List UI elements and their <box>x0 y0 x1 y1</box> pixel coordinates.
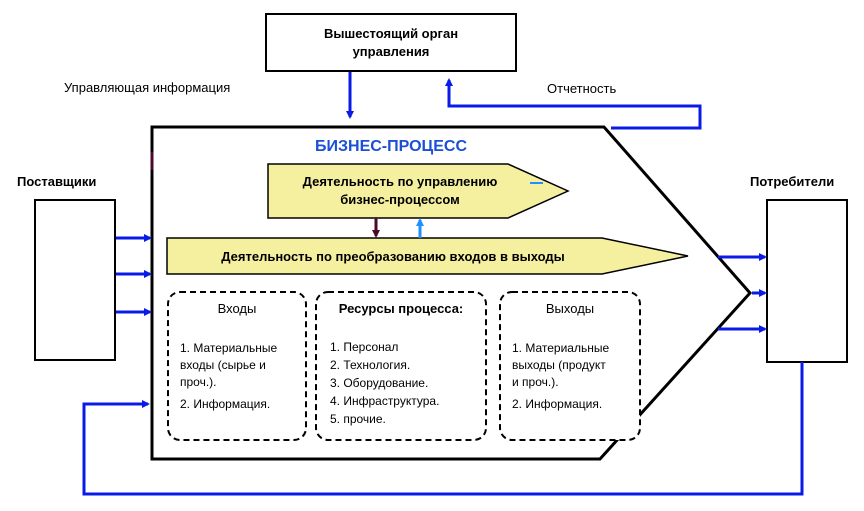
inputs-title: Входы <box>218 301 257 316</box>
transformation-activity-arrow <box>166 237 689 275</box>
inputs-box <box>167 291 307 441</box>
resources-title: Ресурсы процесса: <box>339 301 464 316</box>
resources-line-4: 4. Инфраструктура. <box>330 394 439 408</box>
outputs-box <box>499 291 641 441</box>
resources-line-5: 5. прочие. <box>330 412 386 426</box>
inputs-line-2: входы (сырье и <box>180 358 266 372</box>
superior-body-line2: управления <box>353 44 430 59</box>
transformation-activity-label: Деятельность по преобразованию входов в … <box>221 249 565 264</box>
inputs-line-4: 2. Информация. <box>180 397 270 411</box>
inputs-line-1: 1. Материальные <box>180 341 277 355</box>
superior-body-box <box>265 13 517 72</box>
suppliers-box <box>34 199 116 361</box>
management-activity-line2: бизнес-процессом <box>340 192 460 207</box>
resources-line-2: 2. Технология. <box>330 358 410 372</box>
outputs-title: Выходы <box>546 301 594 316</box>
control-info-label: Управляющая информация <box>64 80 230 95</box>
management-activity-line1: Деятельность по управлению <box>303 174 498 189</box>
resources-line-3: 3. Оборудование. <box>330 376 428 390</box>
consumers-box <box>766 199 848 363</box>
bottom-feedback-loop <box>82 362 804 496</box>
outputs-line-1: 1. Материальные <box>512 341 609 355</box>
suppliers-label: Поставщики <box>17 174 96 189</box>
process-title: БИЗНЕС-ПРОЦЕСС <box>315 138 467 155</box>
resources-line-1: 1. Персонал <box>330 340 398 354</box>
inputs-line-3: проч.). <box>180 375 217 389</box>
management-activity-arrow <box>267 163 570 219</box>
resources-box <box>315 291 487 441</box>
reporting-label: Отчетность <box>547 81 616 96</box>
outputs-line-3: и проч.). <box>512 375 559 389</box>
superior-body-line1: Вышестоящий орган <box>324 26 458 41</box>
consumers-label: Потребители <box>750 174 834 189</box>
outputs-line-4: 2. Информация. <box>512 397 602 411</box>
outputs-line-2: выходы (продукт <box>512 358 606 372</box>
reporting-arrow <box>445 78 702 130</box>
